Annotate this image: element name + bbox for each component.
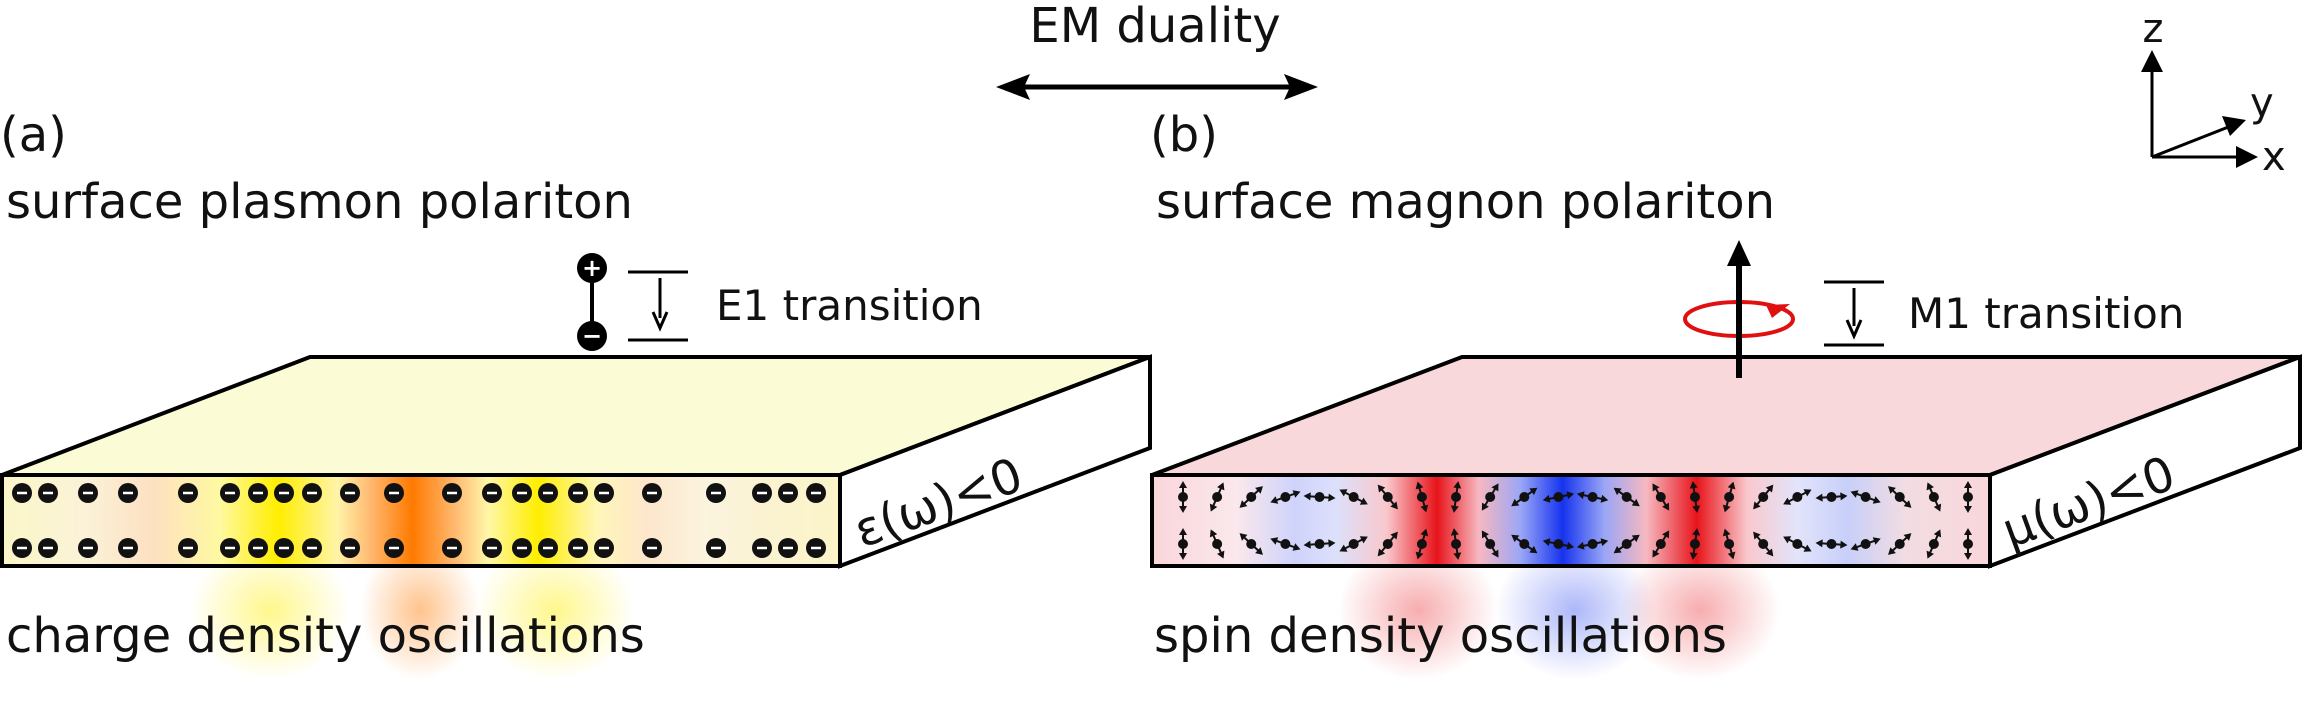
spin-arrow-icon [1481,483,1499,511]
spin-arrow-icon [1613,534,1640,554]
spin-arrow-icon [1270,537,1301,551]
spin-arrow-icon [1753,484,1774,510]
spin-arrow-icon [1850,537,1881,551]
axis-y-label: y [2250,80,2274,126]
spin-arrow-icon [1209,482,1225,512]
panel-a-tag: (a) [0,107,67,163]
spin-arrow-icon [1178,481,1188,513]
spin-arrow-icon [1815,539,1848,549]
spin-arrow-icon [1689,481,1701,513]
spin-arrow-icon [1303,492,1336,502]
spin-arrow-icon [1652,530,1670,558]
spin-arrow-icon [1815,492,1848,502]
spin-arrow-icon [1239,533,1263,555]
e1-transition-label: E1 transition [716,281,983,330]
spin-arrow-icon [1415,481,1429,513]
spin-arrow-icon [1689,528,1701,560]
spin-arrow-icon [1303,539,1336,549]
halo [475,540,635,680]
spin-arrow-icon [1963,528,1973,560]
spin-arrow-icon [1722,528,1736,560]
panel-a-title: surface plasmon polariton [6,174,633,230]
spin-arrow-icon [1926,482,1942,512]
spin-arrow-icon [1542,538,1575,550]
halo [1338,540,1498,680]
spin-arrow-icon [1850,490,1881,504]
magnetic-dipole-icon [1683,240,1795,378]
charge-row [12,483,826,558]
spin-arrow-icon [1239,486,1263,508]
halo [360,540,480,680]
spin-arrow-icon [1576,538,1609,550]
panel-a: (a) surface plasmon polariton ε(ω)<0 + −… [0,107,1152,680]
spin-arrow-icon [1511,487,1538,507]
spin-arrow-icon [1888,486,1912,508]
spin-arrow-icon [1613,487,1640,507]
spin-arrow-icon [1377,484,1398,510]
spin-arrow-icon [1963,481,1973,513]
m1-transition-label: M1 transition [1908,289,2184,338]
axis-x-label: x [2262,134,2286,180]
duality-title: EM duality [1029,0,1280,54]
spin-arrow-icon [1652,483,1670,511]
spin-arrow-icon [1542,491,1575,503]
minus-charge-sign: − [582,322,602,350]
transition-symbol-a [628,270,688,342]
spin-arrow-icon [1450,528,1462,560]
slab-b-front-face [1150,473,1992,568]
spin-arrow-icon [1450,481,1462,513]
spin-arrow-icon [1753,531,1774,557]
spin-arrow-icon [1339,536,1368,552]
panel-b-caption: spin density oscillations [1154,608,1727,664]
halo [190,540,350,680]
spin-arrow-icon [1339,489,1368,505]
panel-b-tag: (b) [1150,107,1218,163]
electric-dipole-icon [577,253,607,351]
spin-arrow-icon [1783,536,1812,552]
transition-symbol-b [1824,280,1884,347]
spin-arrow-icon [1888,533,1912,555]
spin-arrow-icon [1783,489,1812,505]
halo [1620,540,1780,680]
spin-row [1178,481,1973,560]
spin-arrow-icon [1511,534,1538,554]
spin-arrow-icon [1209,529,1225,559]
spin-arrow-icon [1926,529,1942,559]
spin-arrow-icon [1722,481,1736,513]
panel-b: (b) surface magnon polariton μ(ω)<0 M1 t… [1150,107,2302,680]
spin-arrow-icon [1377,531,1398,557]
spin-arrow-icon [1178,528,1188,560]
panel-a-caption: charge density oscillations [6,608,645,664]
plus-charge-sign: + [582,254,602,282]
panel-b-title: surface magnon polariton [1156,174,1775,230]
spin-arrow-icon [1481,530,1499,558]
spin-arrow-icon [1415,528,1429,560]
coordinate-axes [2141,50,2258,168]
spin-arrow-icon [1576,491,1609,503]
slab-a-front-face [0,473,842,568]
halo [1495,540,1655,680]
axis-z-label: z [2143,6,2164,52]
spin-arrow-icon [1270,490,1301,504]
duality-double-arrow [996,74,1318,100]
